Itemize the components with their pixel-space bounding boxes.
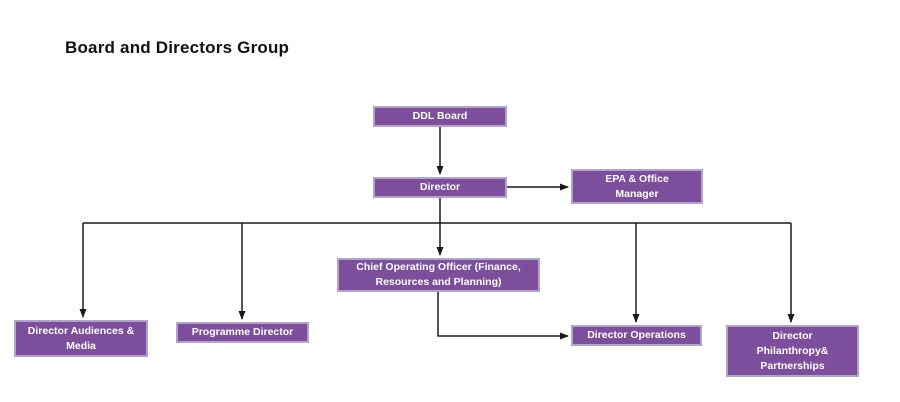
node-ddl-board[interactable]: DDL Board: [373, 106, 507, 127]
node-director[interactable]: Director: [373, 177, 507, 198]
edge-coo-to-director-operations: [437, 292, 569, 340]
node-programme-director[interactable]: Programme Director: [176, 322, 309, 343]
node-coo[interactable]: Chief Operating Officer (Finance, Resour…: [337, 258, 540, 292]
node-director-audiences-media[interactable]: Director Audiences & Media: [14, 320, 148, 357]
node-director-operations[interactable]: Director Operations: [571, 325, 702, 346]
node-director-philanthropy[interactable]: Director Philanthropy& Partnerships: [726, 325, 859, 377]
page-title: Board and Directors Group: [65, 38, 290, 57]
node-epa-office-manager[interactable]: EPA & Office Manager: [571, 169, 703, 204]
